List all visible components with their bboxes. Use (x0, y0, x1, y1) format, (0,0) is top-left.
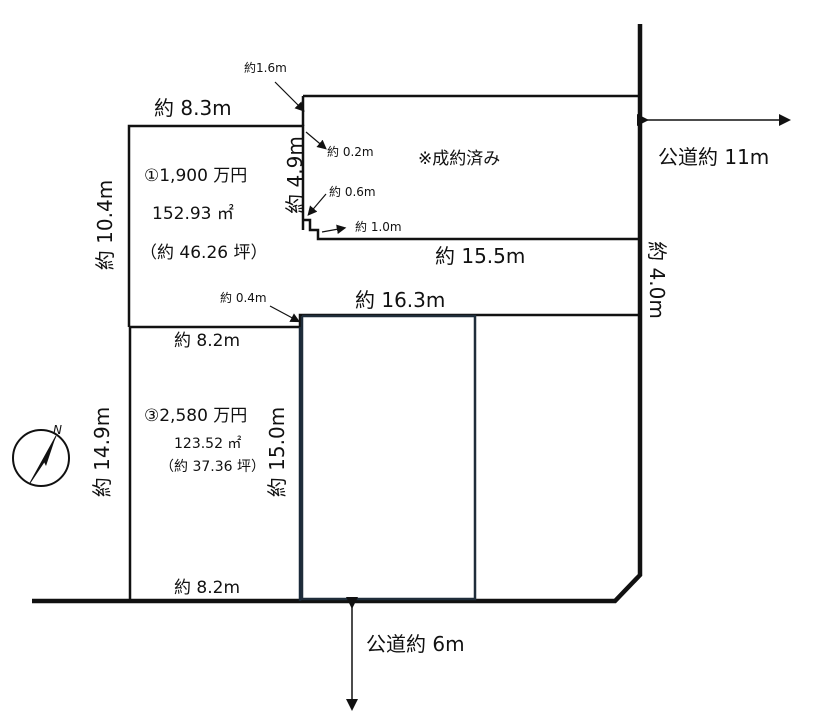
lot2-bottom-dim: 約 8.2m (174, 331, 240, 351)
arrow-0-6 (307, 193, 327, 216)
lot1-area: 152.93 ㎡ (152, 204, 234, 224)
lot3-left-dim: 約 14.9m (90, 406, 115, 498)
lot1-price: ①1,900 万円 (144, 166, 248, 186)
dim-0-2: 約 0.2m (327, 145, 374, 159)
right-gap-dim: 約 4.0m (644, 241, 669, 319)
dim-0-4: 約 0.4m (220, 291, 267, 305)
sold-note: ※成約済み (418, 149, 501, 169)
lot1-right-dim: 約 4.9m (282, 136, 307, 214)
arrow-1-6 (274, 81, 305, 112)
lot4-boundary (300, 314, 477, 601)
south-road-line (32, 24, 643, 604)
compass-n-label: N (53, 423, 62, 437)
south-road-label: 公道約 6m (366, 632, 465, 656)
arrow-0-4 (269, 305, 301, 323)
lot3-price: ③2,580 万円 (144, 406, 248, 426)
dim-1-6: 約1.6m (244, 61, 287, 75)
lower-long-dim: 約 16.3m (355, 288, 446, 312)
lot3-right-dim: 約 15.0m (265, 406, 290, 498)
lot3-bottom-dim: 約 8.2m (174, 578, 240, 598)
dim-0-6: 約 0.6m (329, 185, 376, 199)
lot1-tsubo: （約 46.26 坪） (140, 243, 268, 263)
upper-long-dim: 約 15.5m (435, 244, 526, 268)
lot3-tsubo: （約 37.36 坪） (160, 459, 265, 475)
lot1-left-dim: 約 10.4m (93, 179, 118, 271)
lot3-area: 123.52 ㎡ (174, 436, 242, 452)
lot1-boundary (127, 124, 305, 327)
arrow-0-2 (305, 131, 327, 150)
compass-icon (12, 429, 70, 487)
step-notch (303, 218, 640, 241)
lot1-top-dim: 約 8.3m (154, 96, 232, 120)
dim-1-0: 約 1.0m (355, 220, 402, 234)
east-road-label: 公道約 11m (658, 145, 770, 169)
arrow-1-0 (321, 224, 347, 235)
